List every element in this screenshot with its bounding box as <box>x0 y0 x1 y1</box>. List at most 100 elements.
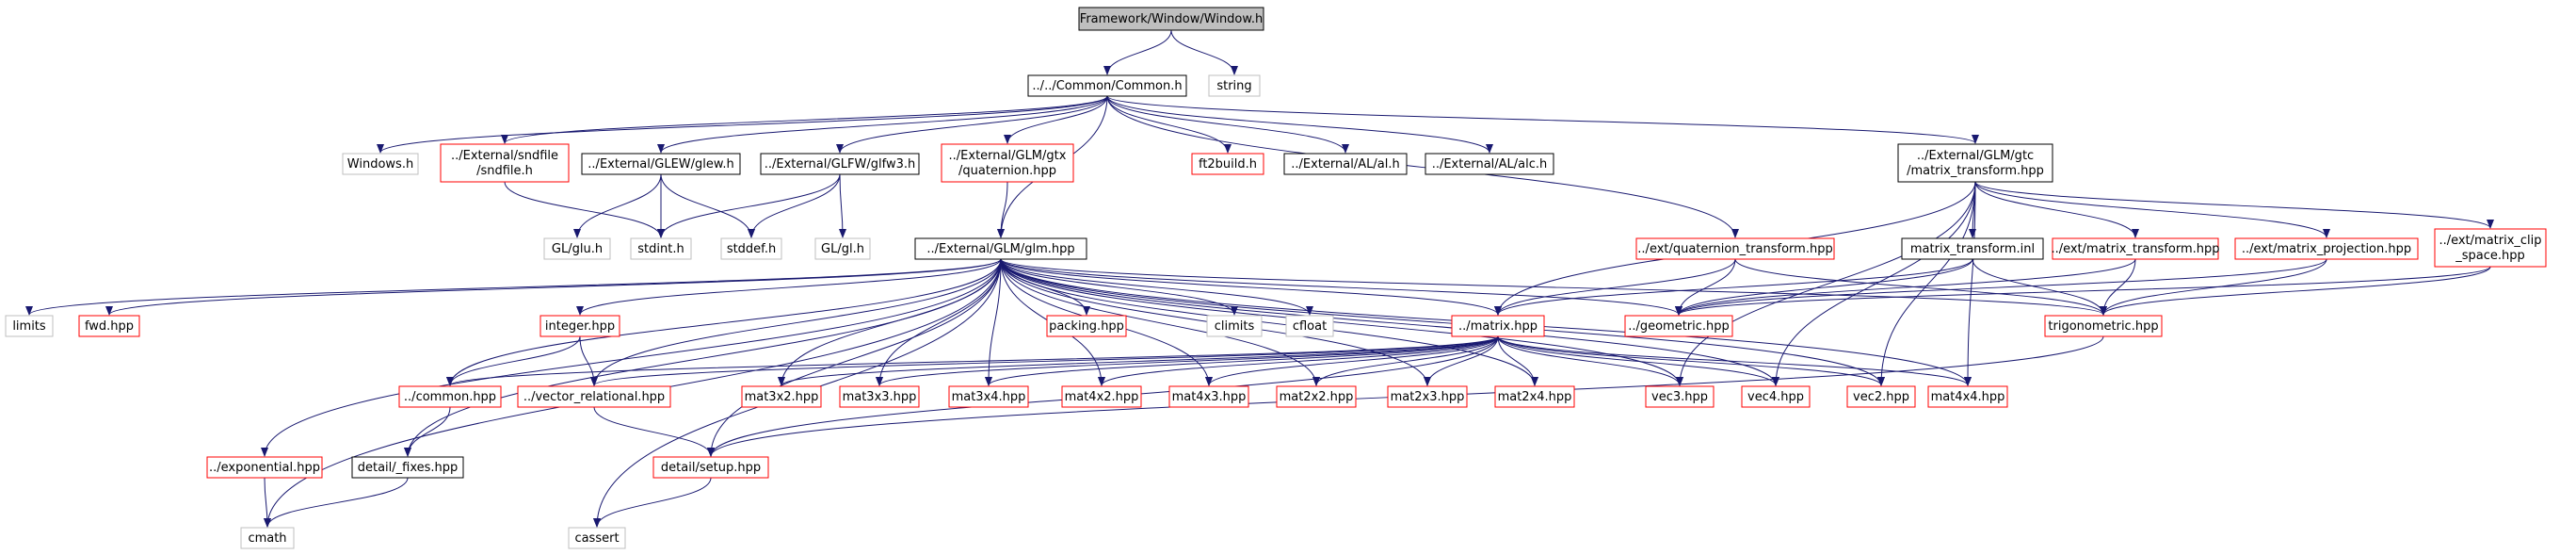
node-box <box>941 143 1074 183</box>
node-box <box>568 527 626 549</box>
node-label: Framework/Window/Window.h <box>1080 12 1263 26</box>
edge-common_h-to-glfw3_h <box>836 95 1108 154</box>
node-fwd-hpp[interactable]: fwd.hpp <box>78 315 140 337</box>
node-box <box>1027 74 1187 97</box>
node-detail-setup-hpp[interactable]: detail/setup.hpp <box>652 456 769 479</box>
node-ft2build-h[interactable]: ft2build.h <box>1191 153 1264 175</box>
edge-matrix_hpp-to-mat4x3_hpp <box>1205 335 1499 386</box>
edge-integer_hpp-to-common_hpp <box>446 335 581 386</box>
node-vec2-hpp[interactable]: vec2.hpp <box>1846 385 1916 408</box>
node-mat3x2-hpp[interactable]: mat3x2.hpp <box>741 385 822 408</box>
node-integer-hpp[interactable]: integer.hpp <box>539 315 620 337</box>
edge-matrix_hpp-to-mat4x4_hpp <box>1497 335 1972 386</box>
node-label: mat2x2.hpp <box>1280 390 1354 404</box>
edge-matrix_hpp-to-mat2x3_hpp <box>1424 335 1499 386</box>
node-label: ../External/GLEW/glew.h <box>588 157 733 171</box>
node-geometric-hpp[interactable]: ../geometric.hpp <box>1624 315 1733 337</box>
node-label: GL/glu.h <box>552 242 603 256</box>
node-ext-matrix-projection[interactable]: ../ext/matrix_projection.hpp <box>2234 237 2419 260</box>
edge-glm_hpp-to-fwd_hpp <box>105 258 1002 316</box>
node-string: string <box>1208 74 1261 97</box>
edge-glm_hpp-to-cfloat <box>1000 258 1313 316</box>
node-box <box>240 527 295 549</box>
node-alc-h[interactable]: ../External/AL/alc.h <box>1425 153 1554 175</box>
edge-glm_hpp-to-exponential_hpp <box>261 258 1002 457</box>
node-label: integer.hpp <box>545 319 615 334</box>
node-mat4x4-hpp[interactable]: mat4x4.hpp <box>1927 385 2008 408</box>
node-mat4x3-hpp[interactable]: mat4x3.hpp <box>1168 385 1249 408</box>
edge-window_h-to-string <box>1170 29 1238 75</box>
node-packing-hpp[interactable]: packing.hpp <box>1046 315 1127 337</box>
node-box <box>1645 385 1715 408</box>
node-stddef-h: stddef.h <box>720 237 782 260</box>
nodes-layer: Framework/Window/Window.h string ../../Com… <box>5 7 2547 549</box>
node-mat4x2-hpp[interactable]: mat4x2.hpp <box>1061 385 1142 408</box>
node-ext-matrix-clip-space[interactable]: ../ext/matrix_clip_space.hpp <box>2434 228 2547 268</box>
edge-ext_quat_transform-to-trigonometric_hpp <box>1734 258 2107 316</box>
node-label: /sndfile.h <box>476 164 533 178</box>
node-limits: limits <box>5 315 54 337</box>
node-matrix-transform-inl[interactable]: matrix_transform.inl <box>1901 237 2044 260</box>
edge-matrix_hpp-to-vec3_hpp <box>1497 335 1683 386</box>
node-label: detail/setup.hpp <box>661 461 761 475</box>
node-gtc-matrix-transform[interactable]: ../External/GLM/gtc/matrix_transform.hpp <box>1897 143 2053 183</box>
node-glm-hpp[interactable]: ../External/GLM/glm.hpp <box>914 237 1087 260</box>
node-vector-relational-hpp[interactable]: ../vector_relational.hpp <box>517 385 671 408</box>
node-ext-quat-transform[interactable]: ../ext/quaternion_transform.hpp <box>1635 237 1835 260</box>
node-box <box>1061 385 1142 408</box>
node-quaternion-hpp[interactable]: ../External/GLM/gtx/quaternion.hpp <box>941 143 1074 183</box>
node-glfw3-h[interactable]: ../External/GLFW/glfw3.h <box>760 153 920 175</box>
node-box <box>1741 385 1811 408</box>
edge-common_h-to-gtc_matrix_transform <box>1106 95 1979 144</box>
node-detail-fixes-hpp[interactable]: detail/_fixes.hpp <box>351 456 464 479</box>
node-label: vec4.hpp <box>1747 390 1804 404</box>
node-label: mat4x4.hpp <box>1931 390 2005 404</box>
edge-ext_matrix_clip_space-to-geometric_hpp <box>1675 266 2491 316</box>
node-label: /matrix_transform.hpp <box>1907 164 2044 178</box>
node-label: vec3.hpp <box>1651 390 1708 404</box>
node-vec4-hpp[interactable]: vec4.hpp <box>1741 385 1811 408</box>
node-exponential-hpp[interactable]: ../exponential.hpp <box>206 456 323 479</box>
node-box <box>398 385 502 408</box>
edge-common_hpp-to-detail_fixes_hpp <box>404 406 451 457</box>
node-mat2x4-hpp[interactable]: mat2x4.hpp <box>1494 385 1575 408</box>
node-sndfile-h[interactable]: ../External/sndfile/sndfile.h <box>440 143 570 183</box>
edge-matrix_hpp-to-common_hpp <box>446 335 1499 386</box>
edge-glm_hpp-to-vec4_hpp <box>1000 258 1779 386</box>
node-mat3x3-hpp[interactable]: mat3x3.hpp <box>839 385 920 408</box>
edge-glew_h-to-gl_glu_h <box>573 173 662 238</box>
edge-matrix_transform_inl-to-trigonometric_hpp <box>1972 258 2107 316</box>
edge-matrix_hpp-to-mat2x4_hpp <box>1497 335 1538 386</box>
edge-matrix_hpp-to-vec4_hpp <box>1497 335 1779 386</box>
node-mat2x3-hpp[interactable]: mat2x3.hpp <box>1387 385 1468 408</box>
node-mat2x2-hpp[interactable]: mat2x2.hpp <box>1276 385 1357 408</box>
edge-glm_hpp-to-mat2x2_hpp <box>1000 258 1320 386</box>
node-mat3x4-hpp[interactable]: mat3x4.hpp <box>948 385 1029 408</box>
edge-glm_hpp-to-detail_fixes_hpp <box>404 258 1002 457</box>
node-box <box>581 153 741 175</box>
node-glew-h[interactable]: ../External/GLEW/glew.h <box>581 153 741 175</box>
node-common-hpp[interactable]: ../common.hpp <box>398 385 502 408</box>
node-box <box>1624 315 1733 337</box>
node-label: cassert <box>574 531 619 546</box>
node-ext-matrix-transform[interactable]: ../ext/matrix_transform.hpp <box>2051 237 2220 260</box>
node-vec3-hpp[interactable]: vec3.hpp <box>1645 385 1715 408</box>
edge-matrix_hpp-to-mat3x4_hpp <box>985 335 1499 386</box>
node-matrix-hpp[interactable]: ../matrix.hpp <box>1451 315 1545 337</box>
edge-common_h-to-quaternion_hpp <box>1004 95 1108 144</box>
node-label: climits <box>1215 319 1255 334</box>
node-box <box>1425 153 1554 175</box>
node-label: mat4x3.hpp <box>1172 390 1247 404</box>
node-al-h[interactable]: ../External/AL/al.h <box>1283 153 1408 175</box>
node-label: trigonometric.hpp <box>2048 319 2158 334</box>
node-label: ../geometric.hpp <box>1628 319 1730 334</box>
edge-sndfile_h-to-stdint_h <box>504 181 665 238</box>
node-window-h[interactable]: Framework/Window/Window.h <box>1078 7 1264 31</box>
node-label: ../exponential.hpp <box>209 461 320 475</box>
node-common-h[interactable]: ../../Common/Common.h <box>1027 74 1187 97</box>
edge-common_h-to-alc_h <box>1106 95 1493 154</box>
node-label: vec2.hpp <box>1853 390 1909 404</box>
node-box <box>206 456 323 479</box>
node-box <box>914 237 1087 260</box>
node-trigonometric-hpp[interactable]: trigonometric.hpp <box>2044 315 2163 337</box>
